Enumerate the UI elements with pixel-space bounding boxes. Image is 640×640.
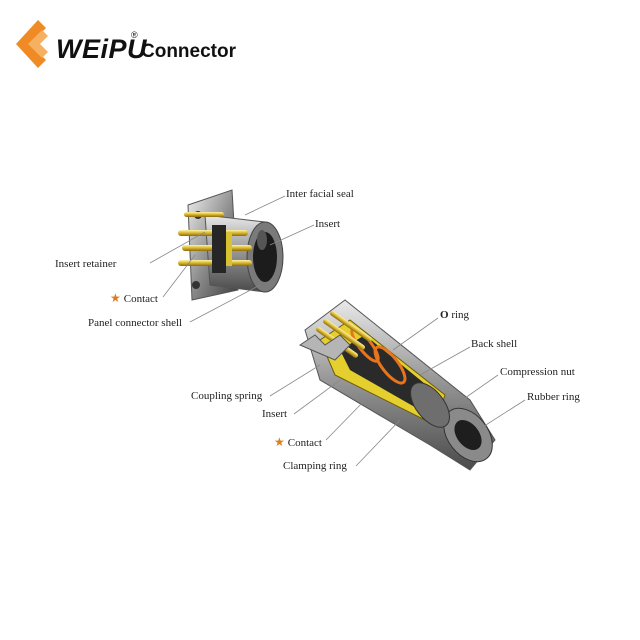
label-back-shell: Back shell xyxy=(471,338,517,350)
label-panel-connector-shell: Panel connector shell xyxy=(88,317,182,329)
leader-line xyxy=(326,400,365,440)
leader-line xyxy=(478,400,525,430)
label-panel-contact-text: Contact xyxy=(124,293,158,305)
label-coupling-spring: Coupling spring xyxy=(191,390,262,402)
label-rubber-ring: Rubber ring xyxy=(527,391,580,403)
label-panel-contact: ★Contact xyxy=(110,291,158,306)
leader-line xyxy=(294,380,340,414)
leader-line xyxy=(270,365,320,396)
panel-insert-retainer-accent xyxy=(226,232,232,266)
label-o-ring-rest: ring xyxy=(449,309,469,321)
label-clamping-ring: Clamping ring xyxy=(283,460,347,472)
leader-line xyxy=(245,196,285,215)
leader-line xyxy=(455,375,498,405)
leader-line xyxy=(356,420,400,466)
label-insert-retainer: Insert retainer xyxy=(55,258,116,270)
leader-line xyxy=(420,347,470,375)
label-panel-insert: Insert xyxy=(315,218,340,230)
label-plug-contact-text: Contact xyxy=(288,437,322,449)
star-icon: ★ xyxy=(110,291,121,305)
label-o-ring-letter: O xyxy=(440,309,449,321)
label-compression-nut: Compression nut xyxy=(500,366,575,378)
star-icon: ★ xyxy=(274,435,285,449)
label-plug-contact: ★Contact xyxy=(274,435,322,450)
leader-line xyxy=(393,318,438,350)
panel-contact-pin xyxy=(184,212,224,217)
label-inter-facial-seal: Inter facial seal xyxy=(286,188,354,200)
panel-facial-seal xyxy=(257,230,267,250)
panel-insert-retainer xyxy=(212,225,226,273)
panel-connector-drawing xyxy=(178,190,283,300)
label-plug-insert: Insert xyxy=(262,408,287,420)
flange-screw-hole xyxy=(192,281,200,289)
plug-connector-drawing xyxy=(300,300,502,471)
label-o-ring: O ring xyxy=(440,309,469,321)
